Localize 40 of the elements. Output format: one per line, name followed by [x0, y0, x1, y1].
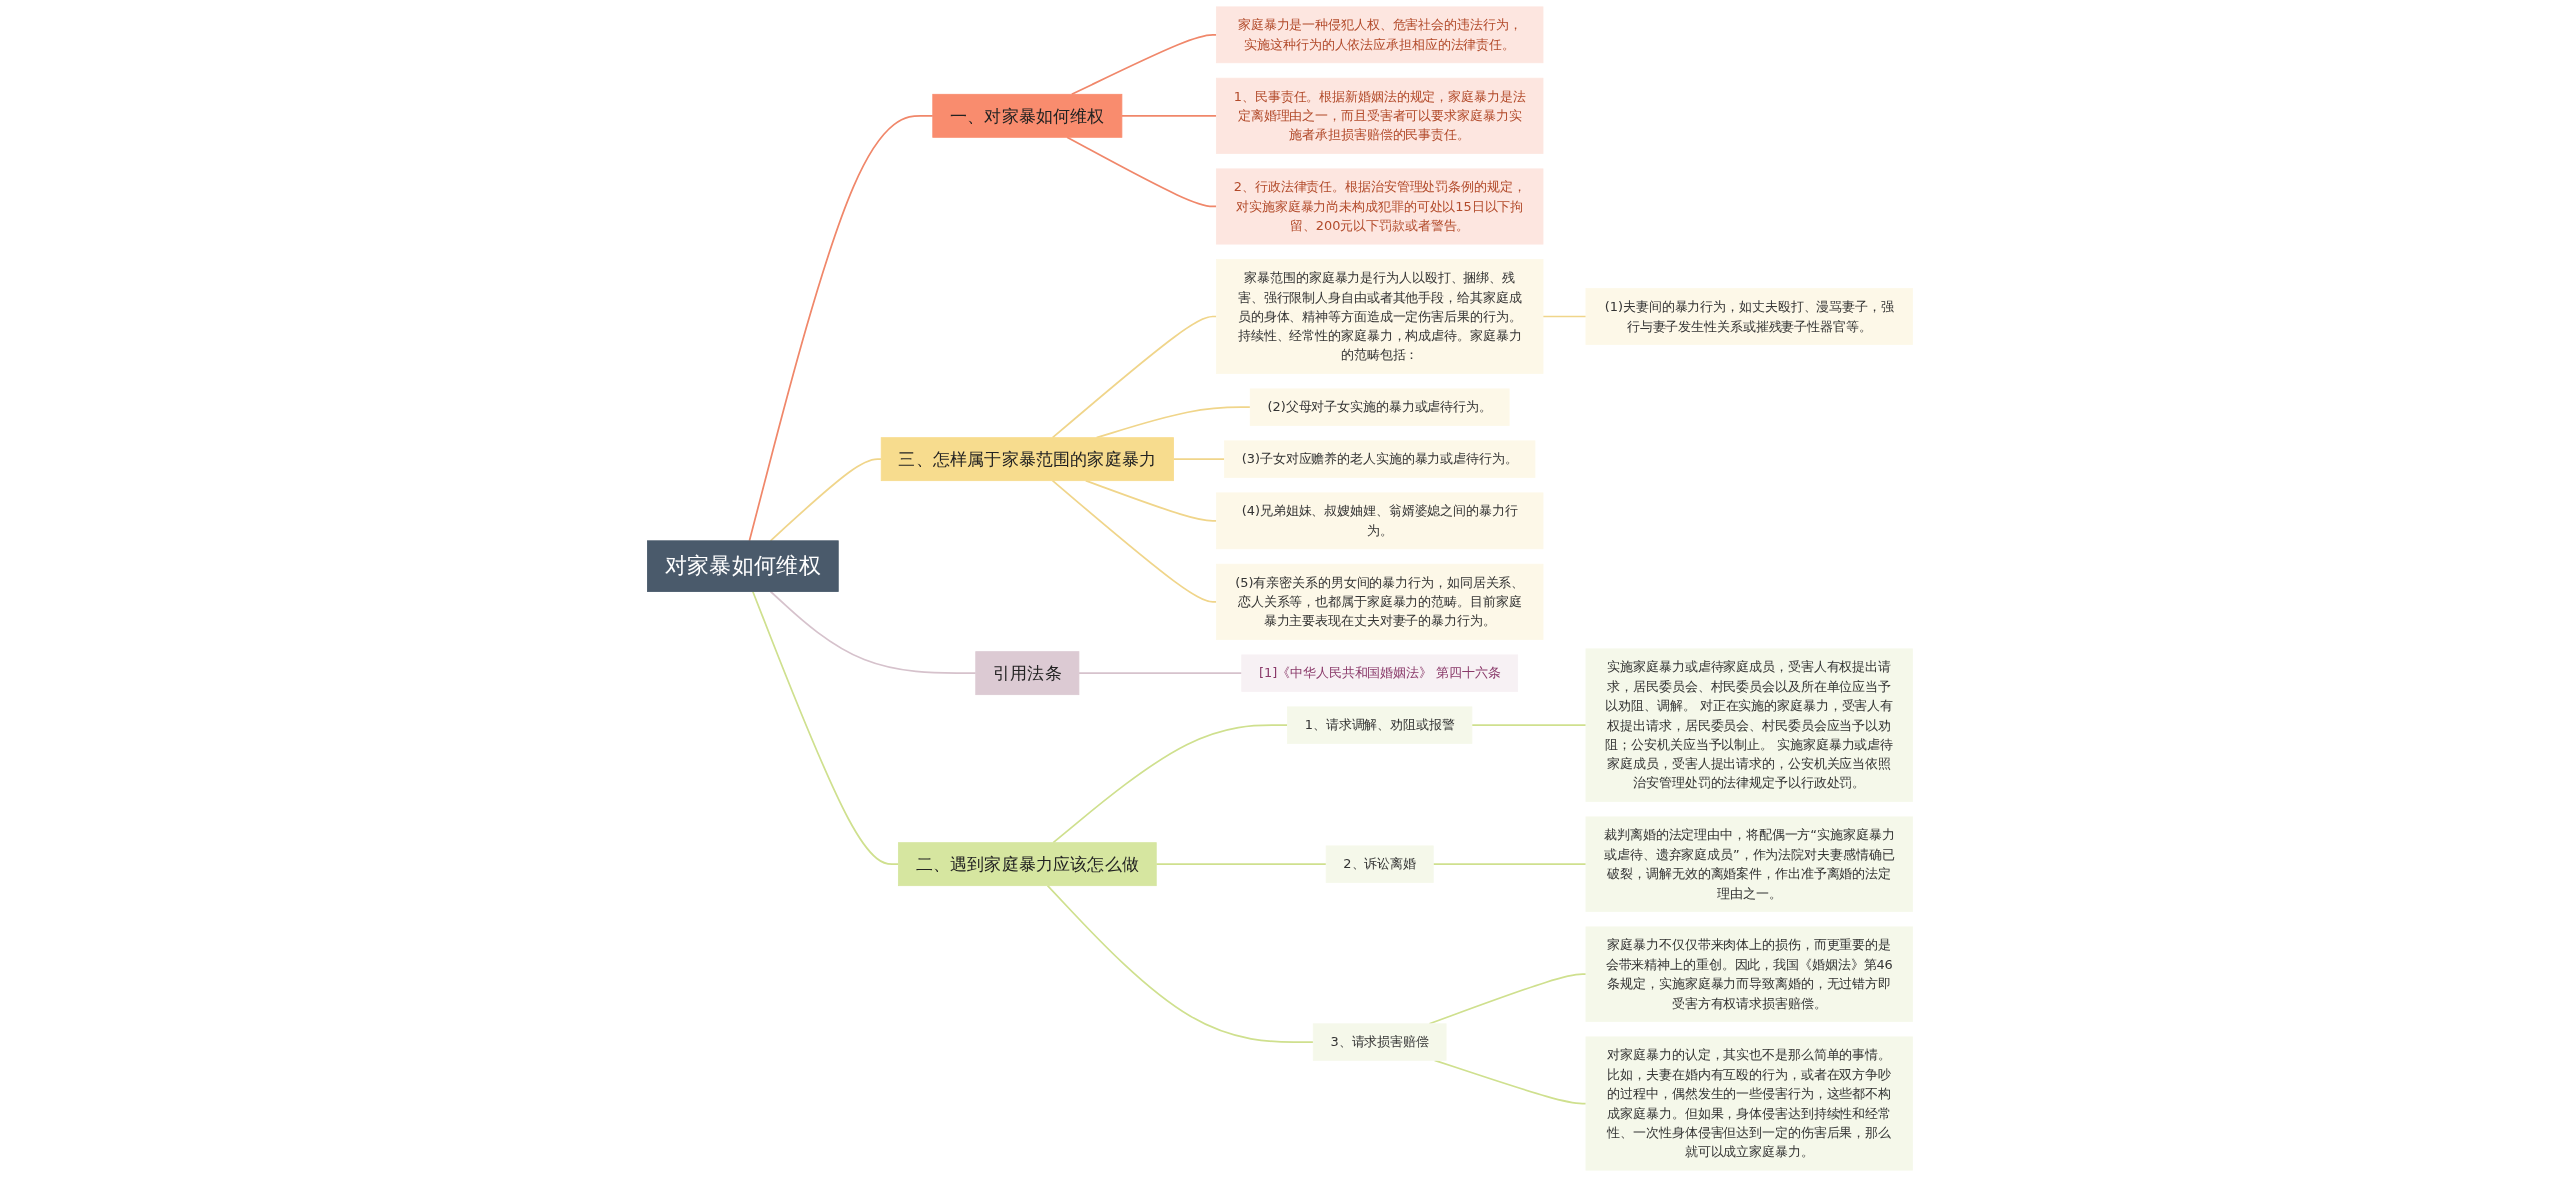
node-box: 1、请求调解、劝阻或报警: [1287, 706, 1473, 744]
connector: [1066, 136, 1218, 208]
node-box: 二、遇到家庭暴力应该怎么做: [898, 842, 1157, 887]
connector: [1078, 672, 1243, 674]
node-box: (4)兄弟姐妹、叔嫂妯娌、翁婿婆媳之间的暴力行为。: [1215, 492, 1544, 550]
node-box: 1、民事责任。根据新婚姻法的规定，家庭暴力是法定离婚理由之一，而且受害者可以要求家庭暴力实施者承担损害赔偿的民事责任。: [1215, 77, 1544, 154]
connector: [1542, 315, 1587, 318]
node-box: [1]《中华人民共和国婚姻法》 第四十六条: [1241, 654, 1519, 692]
connector: [1172, 458, 1226, 460]
connector: [1052, 724, 1289, 844]
node-box: 2、诉讼离婚: [1325, 845, 1434, 883]
node-box: 家庭暴力不仅仅带来肉体上的损伤，而更重要的是会带来精神上的重创。因此，我国《婚姻法》第46条规定，实施家庭暴力而导致离婚的，无过错方即受害方有权请求损害赔偿。: [1585, 926, 1913, 1022]
node-box: 实施家庭暴力或虐待家庭成员，受害人有权提出请求，居民委员会、村民委员会以及所在单位应当予以劝阻、调解。 对正在实施的家庭暴力，受害人有权提出请求，居民委员会、村民委员会应当予以劝阻；公安机关应当予以制止。 实施家庭暴力或虐待家庭成员，受害人提出请求的，公安机关应当依照治安管理处罚的法律规定予以行政处罚。: [1585, 648, 1913, 802]
connector: [1051, 479, 1218, 603]
connector: [1432, 863, 1587, 865]
node-box: 2、行政法律责任。根据治安管理处罚条例的规定，对实施家庭暴力尚未构成犯罪的可处以15日以下拘留、200元以下罚款或者警告。: [1215, 168, 1544, 245]
connector: [1051, 315, 1218, 439]
node-box: 家庭暴力是一种侵犯人权、危害社会的违法行为，实施这种行为的人依法应承担相应的法律责任。: [1215, 6, 1544, 64]
node-box: 对家暴如何维权: [647, 540, 839, 592]
node-box: 三、怎样属于家暴范围的家庭暴力: [880, 437, 1174, 482]
connector: [751, 590, 900, 865]
node-box: (5)有亲密关系的男女间的暴力行为，如同居关系、恋人关系等，也都属于家庭暴力的范畴。目前家庭暴力主要表现在丈夫对妻子的暴力行为。: [1215, 563, 1544, 640]
node-box: (1)夫妻间的暴力行为，如丈夫殴打、漫骂妻子，强行与妻子发生性关系或摧残妻子性器官等。: [1585, 288, 1913, 345]
connector: [1070, 33, 1218, 96]
node-box: 一、对家暴如何维权: [932, 93, 1123, 138]
connector: [1046, 884, 1315, 1043]
node-box: 对家庭暴力的认定，其实也不是那么简单的事情。比如，夫妻在婚内有互殴的行为，或者在双方争吵的过程中，偶然发生的一些侵害行为，这些都不构成家庭暴力。但如果，身体侵害达到持续性和经常性、一次性身体侵害但达到一定的伤害后果，那么就可以成立家庭暴力。: [1585, 1036, 1913, 1171]
node-box: 家暴范围的家庭暴力是行为人以殴打、捆绑、残害、强行限制人身自由或者其他手段，给其家庭成员的身体、精神等方面造成一定伤害后果的行为。持续性、经常性的家庭暴力，构成虐待。家庭暴力的范畴包括：: [1215, 259, 1544, 374]
node-box: 3、请求损害赔偿: [1312, 1023, 1447, 1061]
node-box: (2)父母对子女实施的暴力或虐待行为。: [1249, 388, 1510, 426]
node-box: (3)子女对应赡养的老人实施的暴力或虐待行为。: [1224, 440, 1536, 478]
connector: [1084, 479, 1218, 522]
node-box: 裁判离婚的法定理由中，将配偶一方“实施家庭暴力或虐待、遗弃家庭成员”，作为法院对夫妻感情确已破裂，调解无效的离婚案件，作出准予离婚的法定理由之一。: [1585, 816, 1913, 912]
connector: [1471, 724, 1587, 726]
connector: [1121, 114, 1218, 117]
node-box: 引用法条: [975, 651, 1080, 696]
connector: [769, 458, 883, 542]
connector: [1155, 863, 1328, 865]
connector: [769, 590, 977, 674]
connector: [748, 114, 934, 542]
